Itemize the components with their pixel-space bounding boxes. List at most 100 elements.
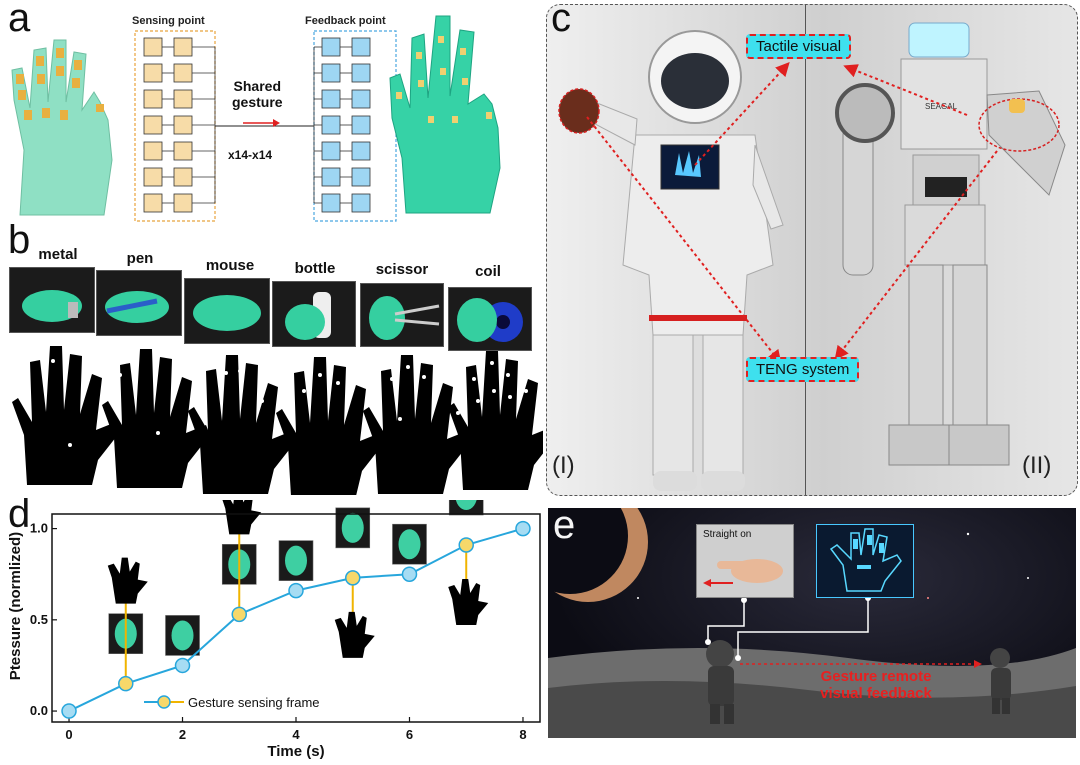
data-point bbox=[231, 606, 248, 623]
photo-scissor bbox=[360, 283, 444, 347]
gesture-frame-hand bbox=[171, 620, 194, 651]
data-point bbox=[288, 582, 304, 599]
hand-silhouette-frame bbox=[107, 557, 148, 604]
feedback-cell bbox=[351, 89, 371, 109]
x-tick-label: 4 bbox=[292, 727, 300, 742]
robot-chest-text: SEAGAL bbox=[925, 102, 958, 111]
feedback-cell bbox=[321, 63, 341, 83]
photo-metal bbox=[9, 267, 95, 333]
panel-label-d: d bbox=[8, 492, 31, 536]
data-point bbox=[515, 520, 531, 537]
x-tick-label: 8 bbox=[519, 727, 526, 742]
feedback-cell bbox=[351, 37, 371, 57]
chart-legend: Gesture sensing frame bbox=[144, 695, 320, 710]
glove-right-illustration bbox=[389, 15, 501, 214]
shared-gesture-line1: Shared bbox=[233, 78, 282, 94]
object-label-mouse: mouse bbox=[205, 257, 255, 274]
gesture-frame-hand bbox=[285, 545, 307, 576]
object-label-coil: coil bbox=[475, 263, 501, 280]
data-point bbox=[61, 703, 77, 719]
photo-pen bbox=[96, 270, 182, 336]
sensing-cell bbox=[173, 167, 193, 187]
tactile-arrows bbox=[586, 62, 998, 365]
hand-silhouette-mouse bbox=[188, 355, 296, 494]
feedback-cell bbox=[321, 89, 341, 109]
sensing-feedback-array-diagram bbox=[134, 30, 397, 222]
teng-system-tag: TENG system bbox=[746, 357, 860, 382]
feedback-cell bbox=[321, 193, 341, 213]
y-tick-label: 1.0 bbox=[30, 521, 48, 536]
shared-gesture-label: Shared gesture bbox=[232, 78, 283, 110]
feedback-cell bbox=[351, 141, 371, 161]
panel-c-divider bbox=[805, 5, 806, 495]
hand-silhouette-bottle bbox=[276, 357, 384, 495]
sensing-cell bbox=[173, 37, 193, 57]
sensing-cell bbox=[173, 63, 193, 83]
y-axis-label: Ptessure (normlized) bbox=[7, 532, 24, 680]
y-tick-label: 0.5 bbox=[30, 612, 48, 627]
astronaut-label: (I) bbox=[552, 452, 575, 479]
caption-line2: visual feedback bbox=[820, 685, 932, 702]
x-tick-label: 0 bbox=[65, 727, 72, 742]
glove-left-illustration bbox=[11, 39, 113, 216]
data-point bbox=[344, 570, 361, 586]
feedback-cell bbox=[321, 37, 341, 57]
gesture-frame-hand bbox=[455, 500, 477, 511]
hand-silhouette-metal bbox=[12, 346, 120, 485]
gesture-frame-hand bbox=[341, 512, 364, 543]
straight-on-photo: Straight on bbox=[696, 524, 794, 598]
caption-line1: Gesture remote bbox=[820, 668, 932, 685]
panel-label-e: e bbox=[553, 503, 576, 547]
sensing-cell bbox=[143, 193, 163, 213]
hand-silhouette-frame bbox=[334, 611, 375, 658]
hand-silhouette-scissor bbox=[363, 355, 471, 494]
feedback-cell bbox=[351, 63, 371, 83]
tactile-visual-tag: Tactile visual bbox=[746, 34, 852, 59]
object-label-pen: pen bbox=[126, 250, 154, 267]
y-tick-label: 0.0 bbox=[30, 703, 48, 718]
hand-silhouette-pen bbox=[102, 349, 210, 488]
sensing-cell bbox=[173, 89, 193, 109]
object-label-scissor: scissor bbox=[375, 261, 429, 278]
feedback-cell bbox=[321, 115, 341, 135]
x-axis-label: Time (s) bbox=[267, 743, 324, 760]
legend-label: Gesture sensing frame bbox=[188, 695, 320, 710]
x-tick-label: 2 bbox=[179, 727, 186, 742]
object-label-metal: metal bbox=[38, 246, 78, 263]
panel-label-a: a bbox=[8, 0, 31, 40]
feedback-cell bbox=[351, 167, 371, 187]
panel-c-frame: SEAGAL bbox=[546, 4, 1078, 496]
sensing-cell bbox=[143, 89, 163, 109]
straight-on-label: Straight on bbox=[703, 529, 752, 540]
shared-gesture-line2: gesture bbox=[232, 94, 283, 110]
feedback-cell bbox=[351, 193, 371, 213]
astronaut-left bbox=[706, 640, 734, 724]
sensing-cell bbox=[143, 167, 163, 187]
data-point bbox=[118, 675, 134, 692]
x-tick-label: 6 bbox=[406, 727, 413, 742]
data-point bbox=[401, 566, 418, 582]
panel-label-c: c bbox=[551, 0, 571, 40]
feedback-cell bbox=[321, 141, 341, 161]
sensing-cell bbox=[173, 193, 193, 213]
data-point bbox=[458, 537, 474, 553]
sensing-cell bbox=[143, 141, 163, 161]
photo-mouse bbox=[184, 278, 270, 344]
sensing-point-label: Sensing point bbox=[132, 15, 205, 27]
sensing-cell bbox=[143, 37, 163, 57]
sensing-cell bbox=[173, 141, 193, 161]
robot-label: (II) bbox=[1022, 452, 1052, 479]
feedback-cell bbox=[321, 167, 341, 187]
hand-silhouettes-row bbox=[12, 346, 543, 495]
feedback-cell bbox=[351, 115, 371, 135]
channel-count-label: x14-x14 bbox=[228, 148, 273, 162]
data-point bbox=[174, 657, 191, 674]
photo-bottle bbox=[272, 281, 356, 347]
sensing-cell bbox=[143, 63, 163, 83]
gesture-remote-caption: Gesture remote visual feedback bbox=[796, 668, 956, 702]
astronaut-illustration bbox=[558, 30, 784, 491]
object-label-bottle: bottle bbox=[294, 260, 336, 277]
pressure-chart: 0 2 4 6 8 0.0 0.5 1.0 Ptessure (normlized) Time… bbox=[7, 500, 541, 760]
sensing-cell bbox=[143, 115, 163, 135]
gesture-frame-hand bbox=[398, 529, 421, 560]
